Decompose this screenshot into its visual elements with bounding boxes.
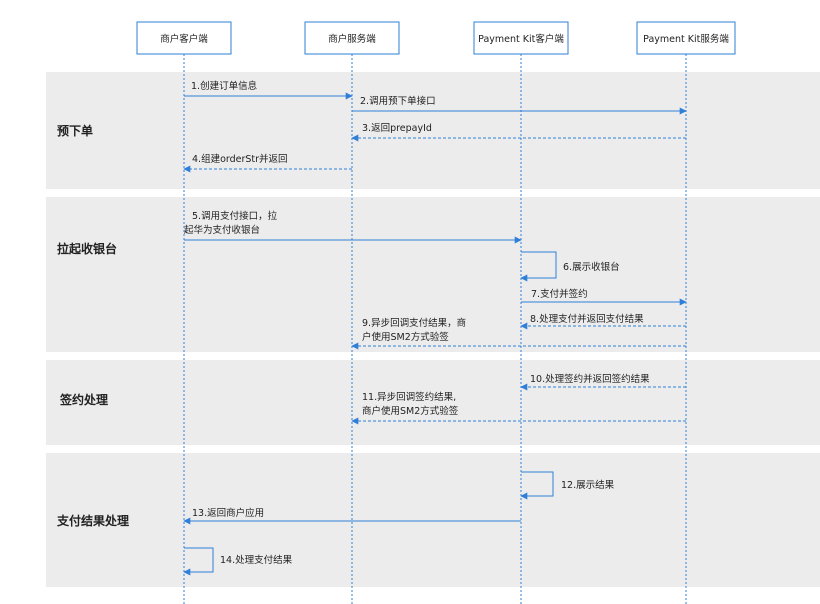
message-label-13: 13.返回商户应用 — [192, 507, 264, 519]
lane-band-result — [46, 453, 820, 587]
lane-band-cashier — [46, 197, 820, 352]
lane-label-result: 支付结果处理 — [56, 513, 129, 528]
actor-label: Payment Kit客户端 — [478, 33, 564, 45]
actor-label: 商户客户端 — [160, 33, 208, 45]
lane-label-prepay: 预下单 — [57, 123, 93, 138]
message-label-10: 10.处理签约并返回签约结果 — [530, 373, 650, 385]
lane-band-prepay — [46, 72, 820, 189]
lane-label-sign: 签约处理 — [59, 392, 108, 407]
message-label-12: 12.展示结果 — [561, 479, 615, 491]
lane-band-sign — [46, 360, 820, 445]
message-arrow-12 — [520, 471, 554, 500]
message-arrow-6 — [520, 251, 557, 282]
message-label-2: 2.调用预下单接口 — [360, 95, 436, 107]
actor-label: 商户服务端 — [328, 33, 376, 45]
actor-merchant-server: 商户服务端 — [304, 21, 400, 55]
message-label-8: 8.处理支付并返回支付结果 — [530, 313, 644, 325]
message-label-11-line-2: 商户使用SM2方式验签 — [362, 405, 459, 417]
actor-merchant-client: 商户客户端 — [136, 21, 232, 55]
message-label-7: 7.支付并签约 — [531, 288, 588, 300]
message-label-3: 3.返回prepayId — [362, 122, 432, 134]
message-label-5-line-2: 起华为支付收银台 — [184, 224, 260, 236]
actor-label: Payment Kit服务端 — [643, 33, 729, 45]
message-label-11-line-1: 11.异步回调签约结果, — [362, 391, 456, 403]
message-label-14: 14.处理支付结果 — [220, 554, 293, 566]
message-label-1: 1.创建订单信息 — [191, 80, 257, 92]
message-label-9-line-1: 9.异步回调支付结果，商 — [362, 317, 466, 329]
message-label-5-line-1: 5.调用支付接口，拉 — [192, 210, 278, 222]
actor-kit-server: Payment Kit服务端 — [636, 21, 736, 55]
message-label-6: 6.展示收银台 — [563, 261, 620, 273]
message-arrow-14 — [183, 547, 214, 576]
message-label-9-line-2: 户使用SM2方式验签 — [362, 331, 449, 343]
message-label-4: 4.组建orderStr并返回 — [192, 153, 288, 165]
actor-kit-client: Payment Kit客户端 — [473, 21, 569, 55]
lane-label-cashier: 拉起收银台 — [57, 241, 117, 256]
